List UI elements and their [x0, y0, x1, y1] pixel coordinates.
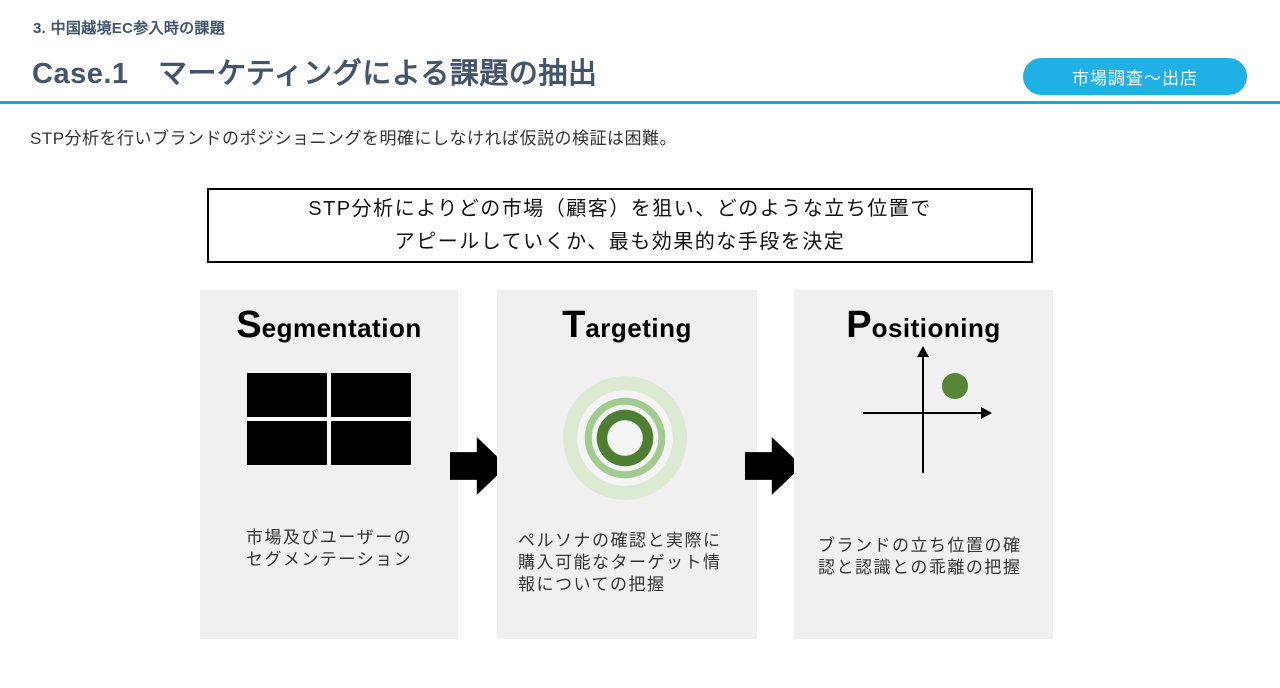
target-icon [563, 376, 687, 500]
section-label: 3. 中国越境EC参入時の課題 [33, 20, 226, 37]
y-axis-arrowhead-icon [917, 346, 929, 357]
x-axis-arrowhead-icon [981, 407, 992, 419]
y-axis-line [922, 356, 924, 473]
position-dot-icon [942, 373, 968, 399]
card-targeting-caption: ペルソナの確認と実際に購入可能なターゲット情報についての把握 [518, 531, 722, 594]
phase-tag-badge: 市場調査～出店 [1023, 58, 1247, 95]
card-positioning-caption: ブランドの立ち位置の確認と認識との乖離の把握 [818, 536, 1022, 577]
segmentation-grid-icon [247, 373, 411, 465]
summary-box: STP分析によりどの市場（顧客）を狙い、どのような立ち位置で アピールしていくか… [207, 188, 1033, 263]
lead-text: STP分析を行いブランドのポジショニングを明確にしなければ仮説の検証は困難。 [30, 129, 678, 148]
summary-line-2: アピールしていくか、最も効果的な手段を決定 [394, 230, 846, 253]
x-axis-line [863, 412, 983, 414]
header-divider [0, 101, 1280, 104]
positioning-axes-icon [794, 290, 1053, 639]
page-title: Case.1 マーケティングによる課題の抽出 [32, 58, 598, 90]
card-segmentation-title: Segmentation [236, 304, 422, 346]
card-positioning: Positioning ブランドの立ち位置の確認と認識との乖離の把握 [794, 290, 1053, 639]
card-segmentation-caption: 市場及びユーザーの セグメンテーション [245, 528, 413, 569]
card-targeting-title: Targeting [562, 304, 692, 346]
card-segmentation: Segmentation 市場及びユーザーの セグメンテーション [200, 290, 458, 639]
summary-line-1: STP分析によりどの市場（顧客）を狙い、どのような立ち位置で [308, 197, 932, 220]
card-targeting: Targeting ペルソナの確認と実際に購入可能なターゲット情報についての把握 [497, 290, 757, 639]
card-positioning-title: Positioning [846, 304, 1001, 346]
